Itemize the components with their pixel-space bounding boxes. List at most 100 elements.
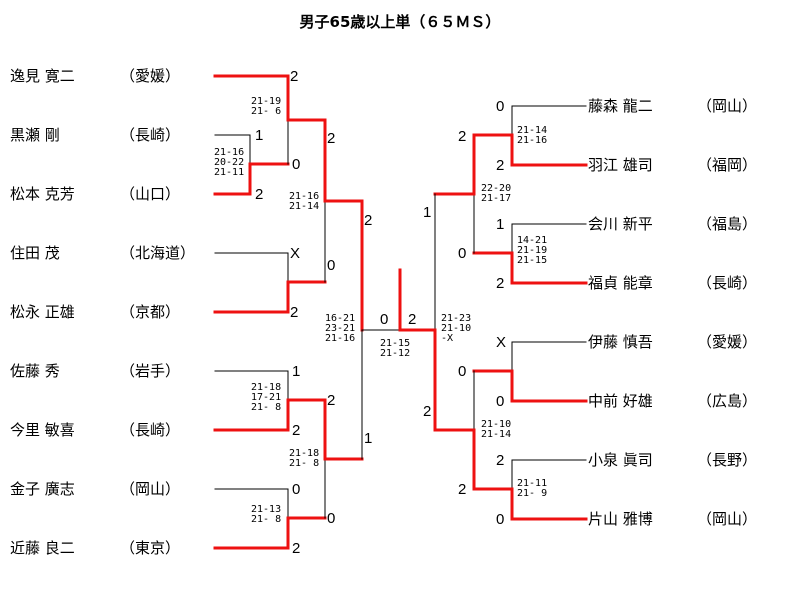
- game-score: 21-17: [481, 193, 511, 204]
- left-player-name: 佐藤 秀: [10, 362, 60, 380]
- page-title: 男子65歳以上単（６５ＭＳ）: [300, 13, 501, 31]
- match-score: 2: [327, 392, 335, 409]
- game-score: 20-22: [214, 157, 244, 168]
- match-score: X: [496, 334, 506, 351]
- right-player-team: （長野）: [697, 451, 757, 469]
- left-player-team: （山口）: [120, 185, 180, 203]
- match-score: 0: [292, 156, 300, 173]
- game-score: 21-11: [517, 478, 547, 489]
- game-score: 16-21: [325, 313, 355, 324]
- left-player-team: （京都）: [120, 303, 180, 321]
- match-score: 0: [292, 481, 300, 498]
- match-score: 2: [458, 128, 466, 145]
- match-score: 1: [255, 127, 263, 144]
- match-score: 2: [496, 275, 504, 292]
- right-player-name: 福貞 能章: [588, 274, 653, 292]
- game-score: 21-19: [517, 245, 547, 256]
- left-player-name: 金子 廣志: [10, 480, 75, 498]
- game-score: 21- 9: [517, 488, 547, 499]
- left-player-team: （岡山）: [120, 480, 180, 498]
- match-score: 0: [327, 257, 335, 274]
- game-score: 23-21: [325, 323, 355, 334]
- game-score: 21-12: [380, 348, 410, 359]
- match-score: 2: [408, 311, 416, 328]
- game-score: 21-18: [289, 448, 319, 459]
- match-score: 2: [292, 540, 300, 557]
- right-player-team: （長崎）: [697, 274, 757, 292]
- left-player-team: （愛媛）: [120, 67, 180, 85]
- right-player-name: 伊藤 慎吾: [588, 333, 653, 351]
- game-score: -X: [441, 333, 453, 344]
- game-score: 21- 8: [251, 402, 281, 413]
- left-player-name: 逸見 寛二: [10, 67, 75, 85]
- game-score: 22-20: [481, 183, 511, 194]
- game-score: 21-15: [517, 255, 547, 266]
- match-score: 2: [290, 68, 298, 85]
- game-score: 21-16: [517, 135, 547, 146]
- game-score: 21- 6: [251, 106, 281, 117]
- match-score: 2: [496, 157, 504, 174]
- match-score: 1: [423, 204, 431, 221]
- match-score: 0: [496, 511, 504, 528]
- game-score: 21-13: [251, 504, 281, 515]
- game-score: 21-16: [214, 147, 244, 158]
- match-score: 2: [458, 481, 466, 498]
- left-player-name: 住田 茂: [10, 244, 60, 262]
- game-score: 21- 8: [289, 458, 319, 469]
- left-player-name: 近藤 良二: [10, 539, 75, 557]
- match-score: 2: [292, 422, 300, 439]
- match-score: X: [290, 245, 300, 262]
- match-score: 0: [380, 311, 388, 328]
- match-score: 2: [496, 452, 504, 469]
- game-score: 21- 8: [251, 514, 281, 525]
- left-player-name: 黒瀬 剛: [10, 126, 60, 144]
- right-player-name: 片山 雅博: [588, 510, 653, 528]
- match-score: 1: [364, 430, 372, 447]
- game-score: 21-16: [325, 333, 355, 344]
- game-score: 21-18: [251, 382, 281, 393]
- game-score: 21-11: [214, 167, 244, 178]
- right-player-name: 小泉 眞司: [588, 451, 653, 469]
- match-score: 2: [364, 212, 372, 229]
- match-score: 0: [496, 98, 504, 115]
- right-player-name: 会川 新平: [588, 215, 653, 233]
- left-player-name: 今里 敏喜: [10, 421, 75, 439]
- right-player-team: （福岡）: [697, 156, 757, 174]
- left-player-team: （長崎）: [120, 126, 180, 144]
- right-player-name: 中前 好雄: [588, 392, 653, 410]
- right-player-name: 羽江 雄司: [588, 156, 653, 174]
- left-player-team: （東京）: [120, 539, 180, 557]
- game-score: 21-10: [441, 323, 471, 334]
- match-score: 2: [423, 403, 431, 420]
- right-player-team: （広島）: [697, 392, 757, 410]
- match-score: 2: [290, 304, 298, 321]
- match-score: 1: [496, 216, 504, 233]
- game-score: 17-21: [251, 392, 281, 403]
- game-score: 21-10: [481, 419, 511, 430]
- match-score: 2: [255, 186, 263, 203]
- match-score: 2: [327, 130, 335, 147]
- game-score: 21-14: [289, 201, 319, 212]
- game-score: 21-19: [251, 96, 281, 107]
- match-score: 0: [327, 510, 335, 527]
- game-score: 21-15: [380, 338, 410, 349]
- left-player-team: （北海道）: [120, 244, 195, 262]
- match-score: 0: [458, 363, 466, 380]
- left-player-name: 松本 克芳: [10, 185, 75, 203]
- game-score: 21-16: [289, 191, 319, 202]
- right-player-team: （岡山）: [697, 510, 757, 528]
- right-player-team: （愛媛）: [697, 333, 757, 351]
- left-player-name: 松永 正雄: [10, 303, 75, 321]
- right-player-team: （岡山）: [697, 97, 757, 115]
- bracket-lines: [213, 74, 588, 550]
- match-score: 0: [496, 393, 504, 410]
- game-score: 21-14: [517, 125, 547, 136]
- game-score: 14-21: [517, 235, 547, 246]
- left-player-team: （長崎）: [120, 421, 180, 439]
- right-player-team: （福島）: [697, 215, 757, 233]
- match-score: 1: [292, 363, 300, 380]
- game-score: 21-23: [441, 313, 471, 324]
- match-score: 0: [458, 245, 466, 262]
